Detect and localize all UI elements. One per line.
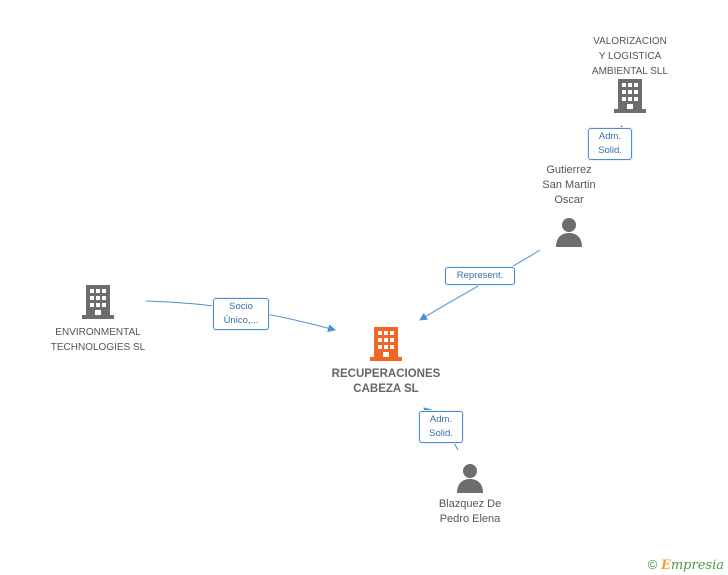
edge-label-adm-valorizacion[interactable]: Adm. Solid. (588, 128, 632, 160)
edge-label-adm-recuperaciones[interactable]: Adm. Solid. (419, 411, 463, 443)
edge-represent (419, 249, 541, 321)
node-recuperaciones[interactable]: RECUPERACIONES CABEZA SL (321, 327, 451, 397)
edge-label-socio[interactable]: Socio Único,... (213, 298, 269, 330)
building-icon (614, 79, 646, 113)
node-blazquez[interactable]: Blazquez De Pedro Elena (420, 463, 520, 527)
node-environmental-label: ENVIRONMENTAL TECHNOLOGIES SL (50, 327, 146, 353)
copyright-icon: © (647, 557, 658, 572)
brand-footer[interactable]: © Empresia (648, 557, 724, 573)
brand-logo: Empresia (660, 558, 724, 573)
node-recuperaciones-label: RECUPERACIONES CABEZA SL (331, 368, 441, 395)
node-valorizacion-label: VALORIZACION Y LOGISTICA AMBIENTAL SLL (591, 36, 669, 77)
node-environmental[interactable]: ENVIRONMENTAL TECHNOLOGIES SL (38, 285, 158, 355)
node-gutierrez[interactable]: Gutierrez San Martin Oscar (519, 163, 619, 247)
edge-label-represent[interactable]: Represent. (445, 267, 515, 285)
node-gutierrez-label: Gutierrez San Martin Oscar (542, 164, 596, 206)
person-icon (457, 464, 483, 493)
node-blazquez-label: Blazquez De Pedro Elena (438, 498, 502, 525)
building-icon (370, 327, 402, 361)
person-icon (556, 218, 582, 247)
node-valorizacion[interactable]: VALORIZACION Y LOGISTICA AMBIENTAL SLL (570, 34, 690, 113)
building-icon (82, 285, 114, 319)
